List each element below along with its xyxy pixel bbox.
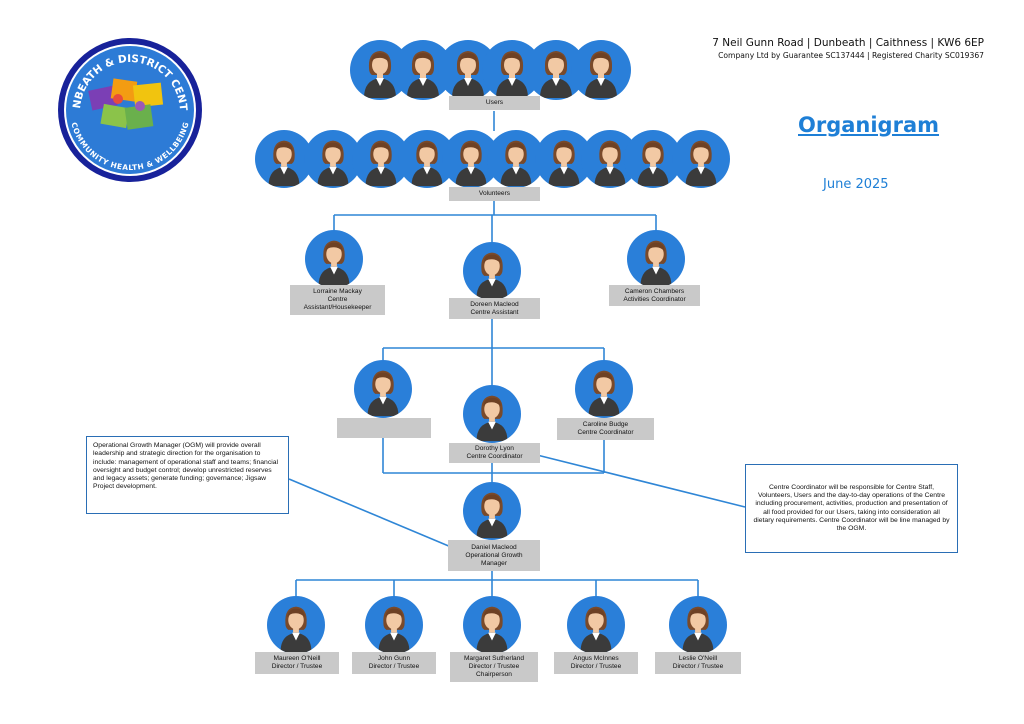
volunteer-avatar	[442, 130, 500, 188]
ogm-description-note: Operational Growth Manager (OGM) will pr…	[86, 436, 289, 514]
jigsaw-icon	[88, 78, 164, 130]
registration-info: Company Ltd by Guarantee SC137444 | Regi…	[718, 51, 984, 60]
volunteer-avatar	[672, 130, 730, 188]
trustee-avatar	[567, 596, 625, 654]
staff-avatar	[627, 230, 685, 288]
trustee-avatar	[463, 596, 521, 654]
page-title: Organigram	[798, 113, 940, 137]
volunteer-avatar	[581, 130, 639, 188]
user-avatar	[482, 40, 542, 100]
volunteer-avatar	[255, 130, 313, 188]
address: 7 Neil Gunn Road | Dunbeath | Caithness …	[712, 37, 984, 49]
staff-card-vacant	[337, 418, 431, 438]
volunteer-avatar	[398, 130, 456, 188]
centre-coordinator-description-note: Centre Coordinator will be responsible f…	[745, 464, 958, 553]
volunteer-avatar	[487, 130, 545, 188]
dunbeath-centre-logo: DUNBEATH & DISTRICT CENTRE COMMUNITY HEA…	[56, 36, 202, 182]
date-label: June 2025	[823, 177, 889, 192]
volunteer-avatar	[304, 130, 362, 188]
staff-avatar	[463, 482, 521, 540]
volunteer-avatar	[535, 130, 593, 188]
staff-avatar	[305, 230, 363, 288]
trustee-avatar	[669, 596, 727, 654]
users-label: Users	[449, 96, 540, 110]
trustee-avatar	[365, 596, 423, 654]
volunteer-avatar	[352, 130, 410, 188]
user-avatar	[571, 40, 631, 100]
volunteers-label: Volunteers	[449, 187, 540, 201]
staff-avatar	[575, 360, 633, 418]
staff-avatar	[463, 242, 521, 300]
volunteer-avatar	[624, 130, 682, 188]
user-avatar	[526, 40, 586, 100]
user-avatar	[350, 40, 410, 100]
staff-avatar	[463, 385, 521, 443]
staff-avatar	[354, 360, 412, 418]
user-avatar	[393, 40, 453, 100]
trustee-avatar	[267, 596, 325, 654]
user-avatar	[438, 40, 498, 100]
